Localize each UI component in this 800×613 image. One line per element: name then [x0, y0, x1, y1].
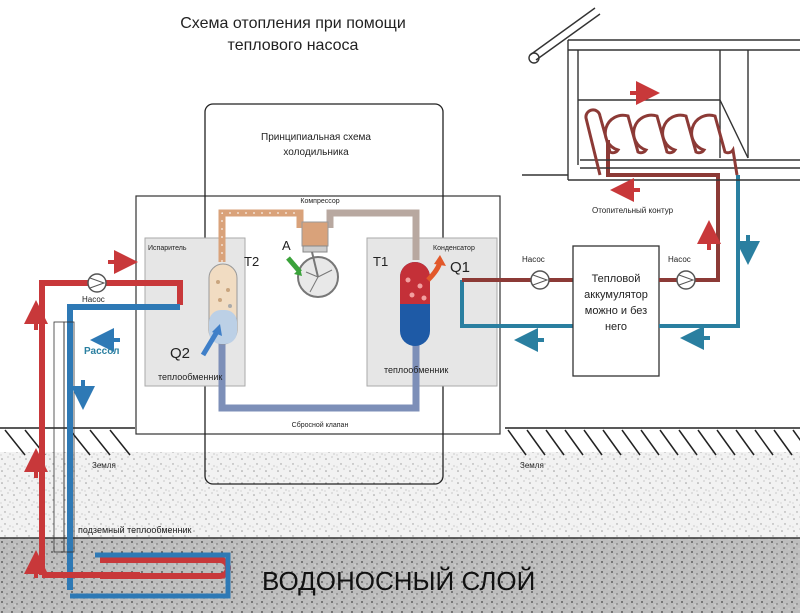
earth-layer	[0, 452, 800, 538]
heating-circuit-label: Отопительный контур	[592, 206, 674, 215]
heat-accumulator	[572, 245, 660, 377]
ground-hatch	[697, 429, 717, 456]
q1-label: Q1	[450, 259, 470, 276]
return-pipe-mid	[460, 280, 575, 328]
compressor	[297, 221, 339, 298]
ground-hatch	[602, 429, 622, 456]
relief-valve-label: Сбросной клапан	[292, 421, 349, 429]
floor-heating-coil	[584, 108, 739, 176]
ground-hatch	[659, 429, 679, 456]
pump-mid-label: Насос	[522, 255, 545, 264]
ground-hatch	[583, 429, 603, 456]
ground-hatch	[735, 429, 755, 456]
ground-hatch	[754, 429, 774, 456]
ground-hatch	[678, 429, 698, 456]
brine-label: Рассол	[84, 346, 119, 357]
t2-label: T2	[244, 254, 259, 269]
ground-exchanger-label: подземный теплообменник	[78, 525, 191, 535]
heating-supply-pipe	[606, 140, 720, 282]
brine-cold-pipe	[67, 304, 180, 590]
diagram-title-line2: теплового насоса	[228, 37, 359, 54]
earth-left-label: Земля	[92, 461, 116, 470]
ground-hatch	[640, 429, 660, 456]
work-input-arrow	[286, 256, 302, 274]
earth-right-label: Земля	[520, 461, 544, 470]
pump-right-label: Насос	[668, 255, 691, 264]
ground-hatch	[773, 429, 793, 456]
ground-hatch	[621, 429, 641, 456]
ground-hatch	[792, 429, 800, 442]
condenser-tank	[400, 262, 430, 346]
accumulator-label-line1: Тепловой	[592, 273, 641, 285]
heat-exchanger-right-label: теплообменник	[384, 365, 448, 375]
accumulator-label-line4: него	[605, 321, 627, 333]
house	[522, 7, 800, 181]
ground-hatch	[564, 429, 584, 456]
fridge-title-line2: холодильника	[283, 147, 349, 158]
brine-hot-pipe	[39, 280, 183, 575]
accumulator-label-line2: аккумулятор	[584, 289, 648, 301]
heat-exchanger-left-label: теплообменник	[158, 372, 222, 382]
ground-hatch	[526, 429, 546, 456]
refrigerant-return-pipe	[218, 340, 420, 412]
fridge-title-line1: Принципиальная схема	[261, 132, 371, 143]
flow-arrows	[24, 81, 760, 578]
evaporator-tank	[208, 263, 238, 345]
ground-hatch	[507, 429, 527, 456]
condenser-panel	[366, 237, 498, 387]
evaporator-label: Испаритель	[148, 245, 187, 252]
ground-hatch	[716, 429, 736, 456]
pump-left-label: Насос	[82, 295, 105, 304]
work-a-label: A	[282, 238, 291, 253]
heating-return-pipe	[659, 175, 740, 328]
refrigerant-discharge-pipe	[326, 209, 420, 260]
q2-label: Q2	[170, 345, 190, 362]
evaporator-panel	[144, 237, 246, 387]
compressor-label: Компрессор	[300, 198, 339, 205]
t1-label: T1	[373, 254, 388, 269]
aquifer-label: ВОДОНОСНЫЙ СЛОЙ	[262, 566, 535, 596]
diagram-title-line1: Схема отопления при помощи	[180, 15, 406, 32]
ground-hatch	[545, 429, 565, 456]
condenser-label: Конденсатор	[433, 245, 475, 252]
accumulator-label-line3: можно и без	[585, 305, 647, 317]
